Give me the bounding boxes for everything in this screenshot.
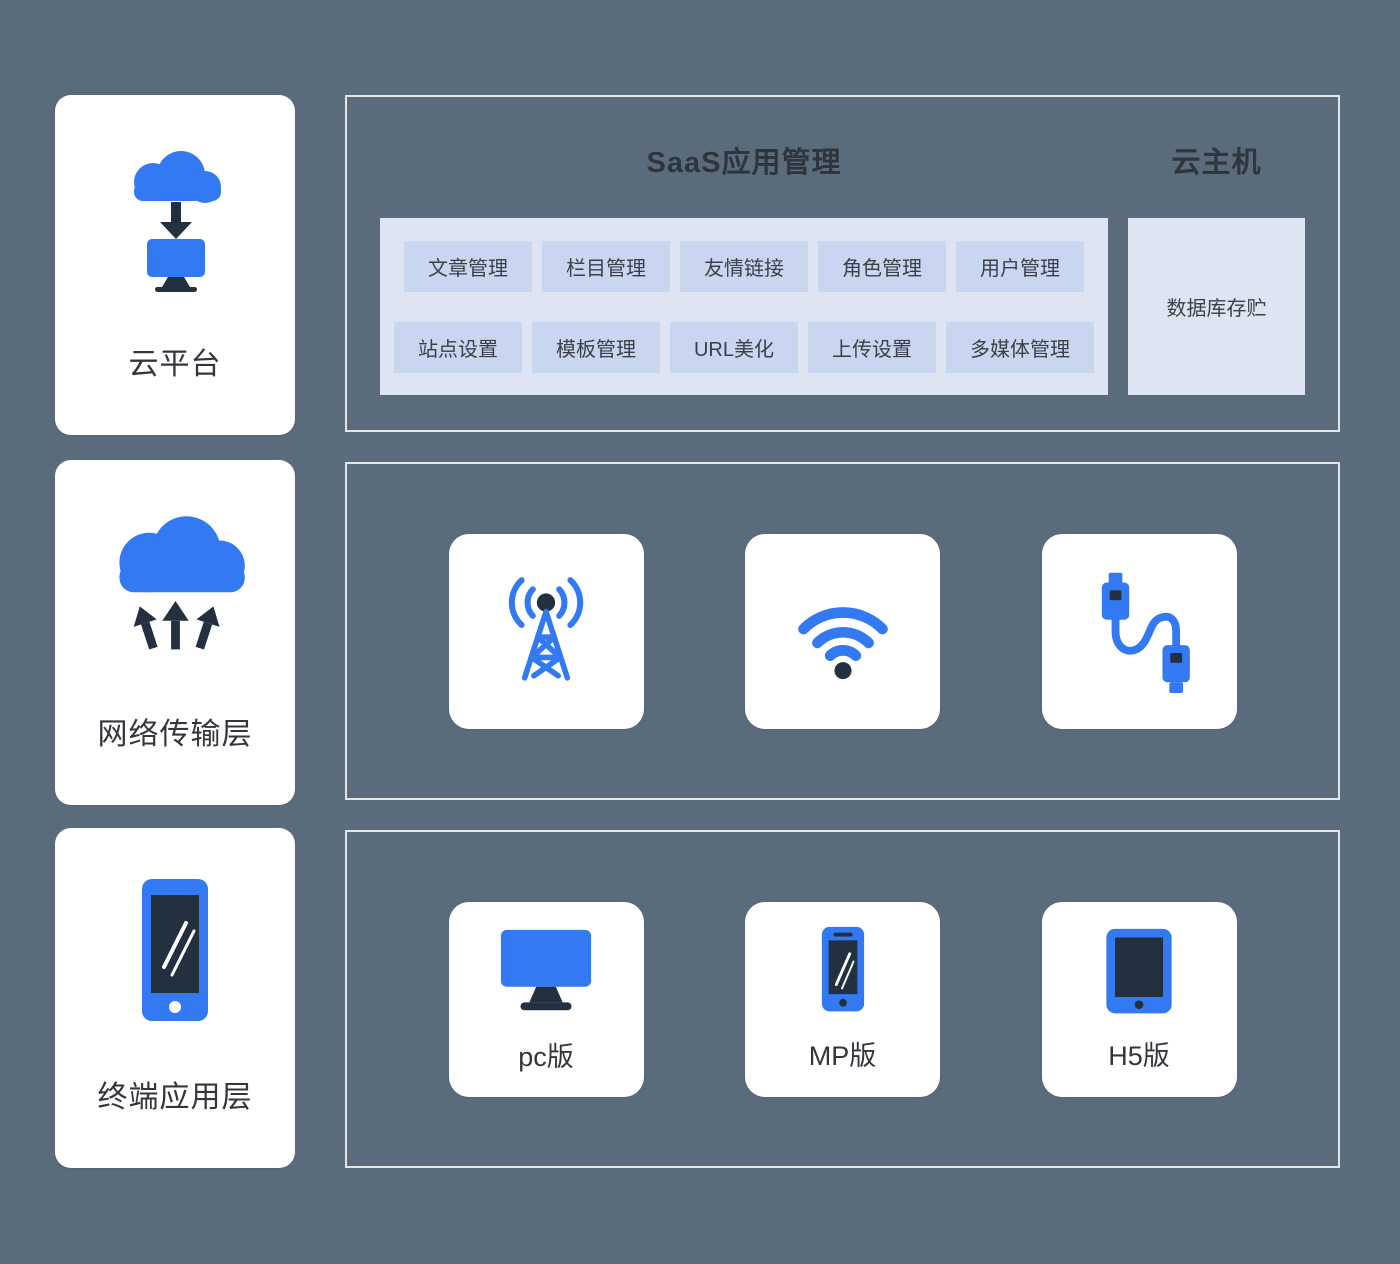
cloud-to-monitor-icon	[55, 95, 295, 339]
terminal-section-box: pc版 MP版	[345, 830, 1340, 1168]
saas-modules-panel: 文章管理 栏目管理 友情链接 角色管理 用户管理 站点设置 模板管理 URL美化…	[380, 218, 1108, 395]
module-chip: 栏目管理	[542, 240, 670, 292]
card-terminal-layer: 终端应用层	[55, 828, 295, 1168]
card-cloud-platform: 云平台	[55, 95, 295, 435]
tile-mp: MP版	[745, 901, 940, 1097]
pc-version-label: pc版	[518, 1042, 574, 1072]
cloud-host-title: 云主机	[1171, 147, 1262, 179]
network-layer-label: 网络传输层	[97, 718, 253, 751]
tablet-icon	[1091, 925, 1187, 1026]
module-chip: 站点设置	[393, 321, 522, 373]
h5-version-label: H5版	[1108, 1041, 1170, 1071]
tile-usb-cable	[1041, 533, 1237, 729]
tile-h5: H5版	[1041, 901, 1237, 1097]
cloud-platform-label: 云平台	[128, 348, 222, 381]
wifi-icon	[779, 570, 907, 693]
module-chip: 用户管理	[956, 240, 1084, 292]
card-network-layer: 网络传输层	[55, 460, 295, 805]
signal-tower-icon	[485, 568, 607, 695]
module-chip: 上传设置	[808, 321, 936, 373]
saas-section-title: SaaS应用管理	[646, 147, 842, 179]
mp-version-label: MP版	[808, 1041, 877, 1071]
module-chip: 友情链接	[680, 240, 808, 292]
module-chip: 多媒体管理	[946, 321, 1094, 373]
tile-pc: pc版	[448, 901, 644, 1097]
cloud-upload-icon	[55, 460, 295, 709]
module-chip: URL美化	[669, 321, 798, 373]
terminal-layer-label: 终端应用层	[97, 1081, 253, 1114]
database-storage-panel: 数据库存贮	[1128, 218, 1305, 395]
desktop-icon	[487, 924, 605, 1027]
saas-section-box: SaaS应用管理 云主机 文章管理 栏目管理 友情链接 角色管理 用户管理 站点…	[345, 95, 1340, 432]
network-section-box	[345, 462, 1340, 800]
usb-cable-icon	[1080, 563, 1198, 700]
module-chip-row: 文章管理 栏目管理 友情链接 角色管理 用户管理	[380, 240, 1108, 292]
tile-wifi	[745, 533, 940, 729]
terminal-tile-row: pc版 MP版	[347, 832, 1338, 1166]
mobile-icon	[795, 925, 891, 1026]
tile-signal-tower	[448, 533, 644, 729]
network-tile-row	[347, 464, 1338, 798]
module-chip: 文章管理	[404, 240, 532, 292]
module-chip: 角色管理	[818, 240, 946, 292]
module-chip: 模板管理	[531, 321, 660, 373]
module-chip-row: 站点设置 模板管理 URL美化 上传设置 多媒体管理	[380, 321, 1108, 373]
smartphone-icon	[55, 828, 295, 1072]
